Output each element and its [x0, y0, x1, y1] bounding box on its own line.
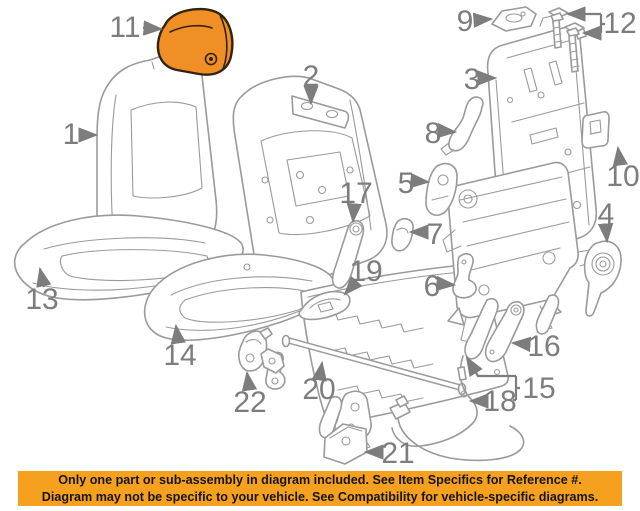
part-9-bracket [491, 6, 537, 32]
part-22-cover [238, 327, 273, 372]
part-14-seat-cushion [143, 253, 335, 341]
part-label-10: 10 [606, 160, 639, 193]
part-label-7: 7 [427, 218, 444, 251]
part-6-bracket [452, 253, 477, 299]
part-18-release-cable [389, 355, 525, 462]
part-label-15: 15 [522, 372, 555, 405]
part-label-17: 17 [339, 177, 372, 210]
part-label-12: 12 [603, 7, 636, 40]
part-label-5: 5 [398, 167, 415, 200]
part-16-riser-arm [464, 294, 560, 363]
part-label-18: 18 [483, 385, 516, 418]
part-label-14: 14 [163, 339, 196, 372]
part-label-1: 1 [63, 118, 80, 151]
part-label-4: 4 [598, 198, 615, 231]
part-10-striker [581, 111, 610, 149]
part-label-20: 20 [302, 373, 335, 406]
disclaimer-line-1: Only one part or sub-assembly in diagram… [58, 473, 582, 487]
part-label-16: 16 [527, 330, 560, 363]
part-11-headrest-highlighted [156, 7, 234, 76]
part-5-side-cover [425, 162, 458, 216]
part-12-bolts [548, 7, 585, 73]
part-label-13: 13 [25, 283, 58, 316]
part-20-torsion-tube [260, 334, 467, 451]
part-8-wire-bracket [440, 96, 484, 156]
part-7-bracket [391, 218, 414, 252]
disclaimer-line-2: Diagram may not be specific to your vehi… [41, 489, 599, 504]
part-label-2: 2 [303, 60, 320, 93]
disclaimer-banner: Only one part or sub-assembly in diagram… [18, 471, 622, 506]
callouts: 11 1 13 2 17 19 14 22 20 21 9 12 [25, 5, 639, 470]
part-label-11: 11 [109, 11, 140, 44]
part-label-9: 9 [457, 5, 474, 38]
part-19-latch-handle [298, 290, 351, 321]
part-label-22: 22 [233, 386, 266, 419]
part-label-21: 21 [381, 437, 414, 470]
part-label-3: 3 [464, 63, 481, 96]
part-4-recliner-cover [583, 240, 622, 317]
part-label-8: 8 [425, 117, 442, 150]
part-label-6: 6 [424, 270, 441, 303]
